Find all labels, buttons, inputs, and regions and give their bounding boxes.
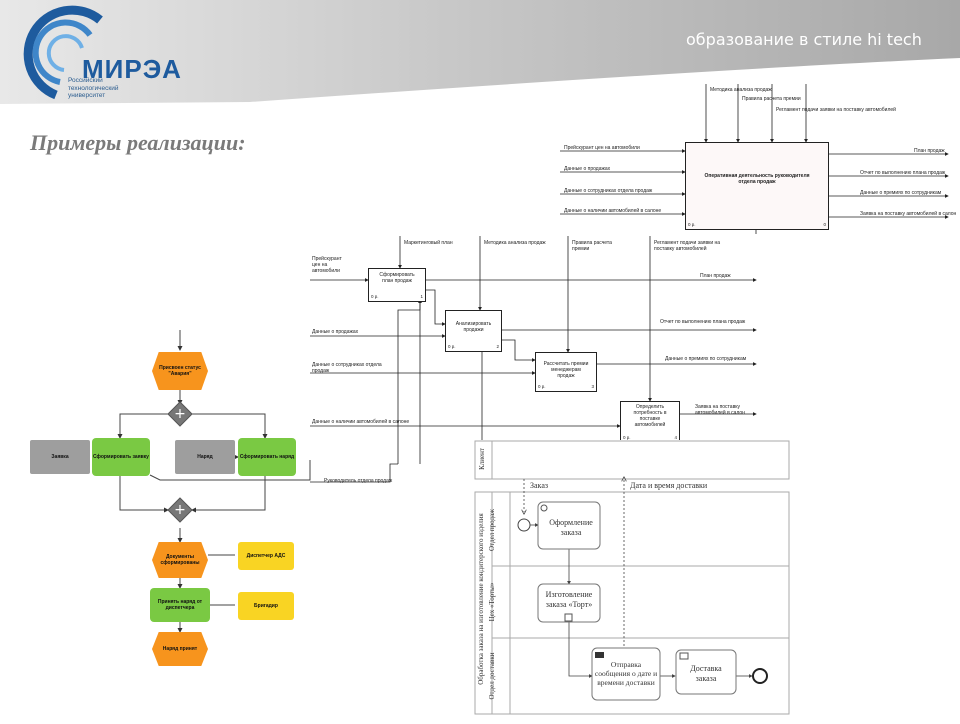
activity-label: Рассчитать премии менеджерам продаж [543,361,589,379]
activity-label: Определить потребность в поставке автомо… [633,404,667,428]
pool-label: Обработка заказа на изготовление кондите… [477,513,485,685]
output-label: План продаж [914,148,945,154]
svg-text:+: + [174,502,186,518]
activity-label: Сформировать план продаж [379,272,415,284]
role-node: Бригадир [238,592,294,620]
activity-cost: 0 р. [688,222,696,227]
event-node: Документы сформированы [152,542,208,578]
event-node: Наряд принят [152,632,208,666]
mechanism-label: Руководитель отдела продаж [324,478,393,484]
activity-box: Рассчитать премии менеджерам продаж 0 р.… [535,352,597,392]
control-label: Методика анализа продаж [710,87,772,93]
activity-number: 3 [591,384,594,389]
event-label: Присвоен статус "Авария" [159,365,201,377]
document-node: Заявка [30,440,90,474]
event-node: Присвоен статус "Авария" [152,352,208,390]
input-label: Данные о сотрудниках отдела продаж [564,188,653,194]
activity-number: 1 [420,294,423,299]
input-label: Данные о наличии автомобилей в салоне [312,419,410,425]
university-logo: МИРЭА Российский технологический универс… [0,0,182,105]
output-label: Заявка на поставку автомобилей в салон [695,404,745,416]
input-label: Данные о наличии автомобилей в салоне [564,208,662,214]
document-label: Наряд [197,454,213,460]
logo-subtitle: Российский технологический университет [68,77,119,99]
message-label: Заказ [530,481,549,490]
input-label: Прейскурант цен на автомобили [564,145,640,151]
activity-cost: 0 р. [623,435,631,440]
task-label: Отправка сообщения о дате и времени дост… [594,660,658,687]
control-label: Правила расчета премии [572,240,612,252]
bpmn-diagram: Обработка заказа на изготовление кондите… [474,440,790,716]
input-label: Данные о продажах [564,166,611,172]
activity-label: Анализировать продажи [455,321,492,333]
lane-label: Отдел продаж [488,509,496,551]
header-background [0,0,960,104]
lane-label: Отдел доставки [488,652,496,700]
document-label: Заявка [51,454,69,460]
function-node: Принять наряд от диспетчера [150,588,210,622]
page-title: Примеры реализации: [30,130,246,155]
document-node: Наряд [175,440,235,474]
input-label: Данные о сотрудниках отдела продаж [312,362,382,374]
context-activity-box: Оперативная деятельность руководителя от… [685,142,829,230]
lane-label: Цех «Торты» [488,582,496,622]
activity-box: Сформировать план продаж 0 р. 1 [368,268,426,302]
idef0-context-diagram: Методика анализа продаж Правила расчета … [560,84,956,234]
output-label: Данные о премиях по сотрудникам [665,356,747,362]
activity-box: Анализировать продажи 0 р. 2 [445,310,502,352]
output-label: Отчет по выполнению плана продаж [660,319,746,325]
function-label: Сформировать заявку [93,454,149,460]
function-node: Сформировать наряд [238,438,296,476]
tagline: образование в стиле hi tech [686,30,922,49]
client-lane-label: Клиент [478,448,486,470]
activity-label: Оперативная деятельность руководителя от… [704,173,810,185]
control-label: Регламент подачи заявки на поставку авто… [654,240,721,252]
output-label: Отчет по выполнению плана продаж [860,170,946,176]
logo-arcs-icon [23,5,103,100]
activity-number: 2 [496,344,499,349]
function-node: Сформировать заявку [92,438,150,476]
control-label: Маркетинговый план [404,240,453,246]
output-label: Заявка на поставку автомобилей в салон [860,211,957,217]
activity-cost: 0 р. [538,384,546,389]
activity-number: 0 [823,222,826,227]
role-node: Диспетчер АДС [238,542,294,570]
control-label: Регламент подачи заявки на поставку авто… [776,107,896,113]
output-label: Данные о премиях по сотрудникам [860,190,942,196]
activity-cost: 0 р. [371,294,379,299]
task-label: Доставка заказа [690,664,722,683]
task-label: Изготовление заказа «Торт» [545,590,593,609]
svg-text:+: + [174,406,186,422]
input-label: Данные о продажах [312,329,359,335]
role-label: Диспетчер АДС [246,553,286,559]
task-label: Оформление заказа [549,518,593,537]
event-label: Документы сформированы [160,554,200,566]
logo-text: МИРЭА [82,54,182,84]
function-label: Принять наряд от диспетчера [157,599,203,611]
activity-cost: 0 р. [448,344,456,349]
activity-number: 4 [674,435,677,440]
control-label: Методика анализа продаж [484,240,546,246]
activity-box: Определить потребность в поставке автомо… [620,401,680,443]
header-banner: МИРЭА Российский технологический универс… [0,0,960,105]
role-label: Бригадир [254,603,278,609]
function-label: Сформировать наряд [239,454,295,460]
message-label: Дата и время доставки [630,481,708,490]
event-label: Наряд принят [162,646,198,652]
input-label: Прейскурант цен на автомобили [312,256,342,274]
output-label: План продаж [700,273,731,279]
epc-diagram: + + Присвоен статус "Авария" Заявка Сфор… [20,330,320,670]
control-label: Правила расчета премии [742,96,801,102]
